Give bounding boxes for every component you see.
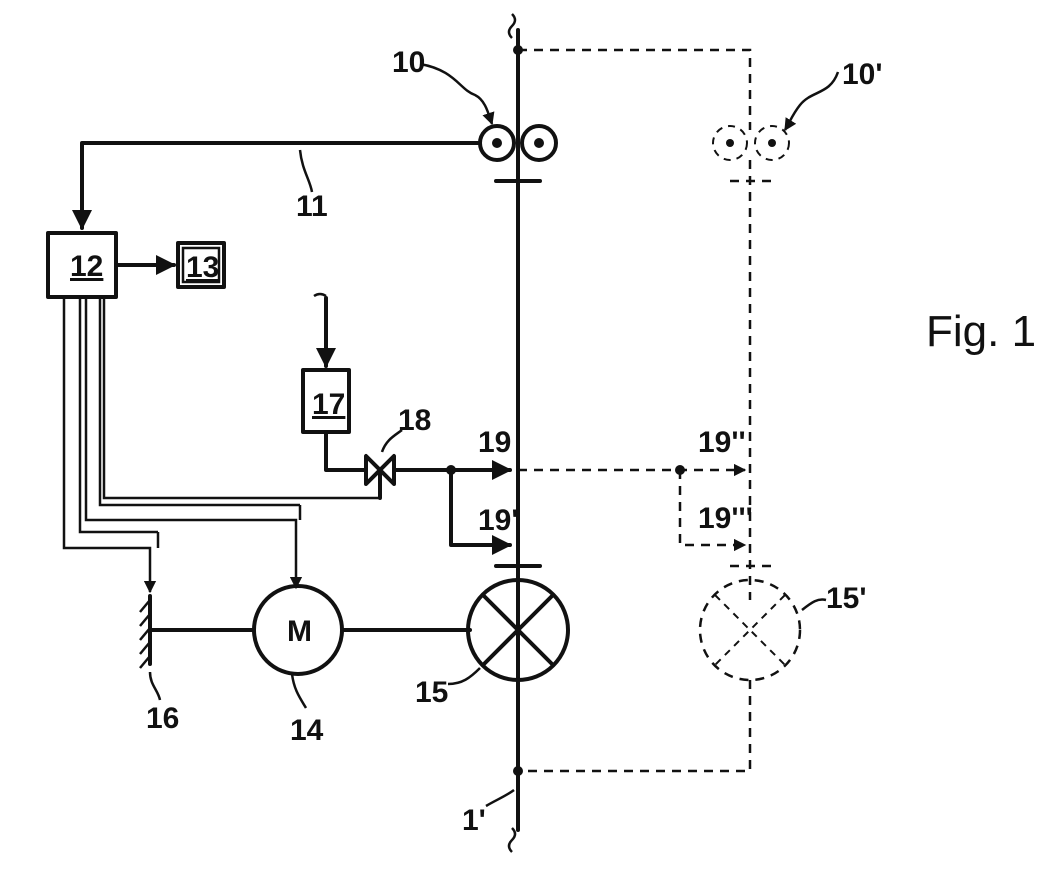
sensor-10-alt: 10'	[713, 58, 883, 160]
supply-label: 17	[312, 388, 345, 421]
pipe-label: 1'	[462, 804, 486, 837]
alt-sensor-leader-arrow	[785, 72, 838, 130]
figure-title: Fig. 1	[926, 307, 1036, 356]
brake-label: 16	[146, 702, 179, 735]
inject-a-label: 19	[478, 426, 511, 459]
motor-label: 14	[290, 714, 324, 747]
brake-16: 16	[140, 596, 179, 735]
sensor-alt-label: 10'	[842, 58, 883, 91]
small-valve-label: 18	[398, 404, 431, 437]
valve-alt-label: 15'	[826, 582, 867, 615]
signal-line-label: 11	[296, 190, 328, 223]
alt-injection-lines: 19'' 19'''	[518, 426, 753, 545]
injection-lines: 18 19 19'	[326, 404, 519, 545]
sensor-leader-arrow	[420, 64, 492, 124]
controller-output-lines	[64, 297, 380, 592]
inject-b-label: 19'	[478, 504, 519, 537]
inject-d-label: 19'''	[698, 502, 753, 535]
controller-label: 12	[70, 250, 103, 283]
motor-letter: M	[287, 615, 312, 648]
display-label: 13	[186, 251, 219, 284]
pipe-label-group: 1'	[462, 790, 514, 837]
sensor-label: 10	[392, 46, 425, 79]
signal-line-11: 11	[82, 143, 478, 228]
supply-17: 17	[303, 294, 349, 432]
motor-14: M 14	[254, 586, 342, 747]
valve-label: 15	[415, 676, 448, 709]
valve-15-alt: 15'	[700, 580, 867, 680]
controller-12: 12	[48, 233, 116, 297]
display-13: 13	[178, 243, 224, 287]
valve-15: 15	[415, 580, 568, 709]
inject-c-label: 19''	[698, 426, 746, 459]
